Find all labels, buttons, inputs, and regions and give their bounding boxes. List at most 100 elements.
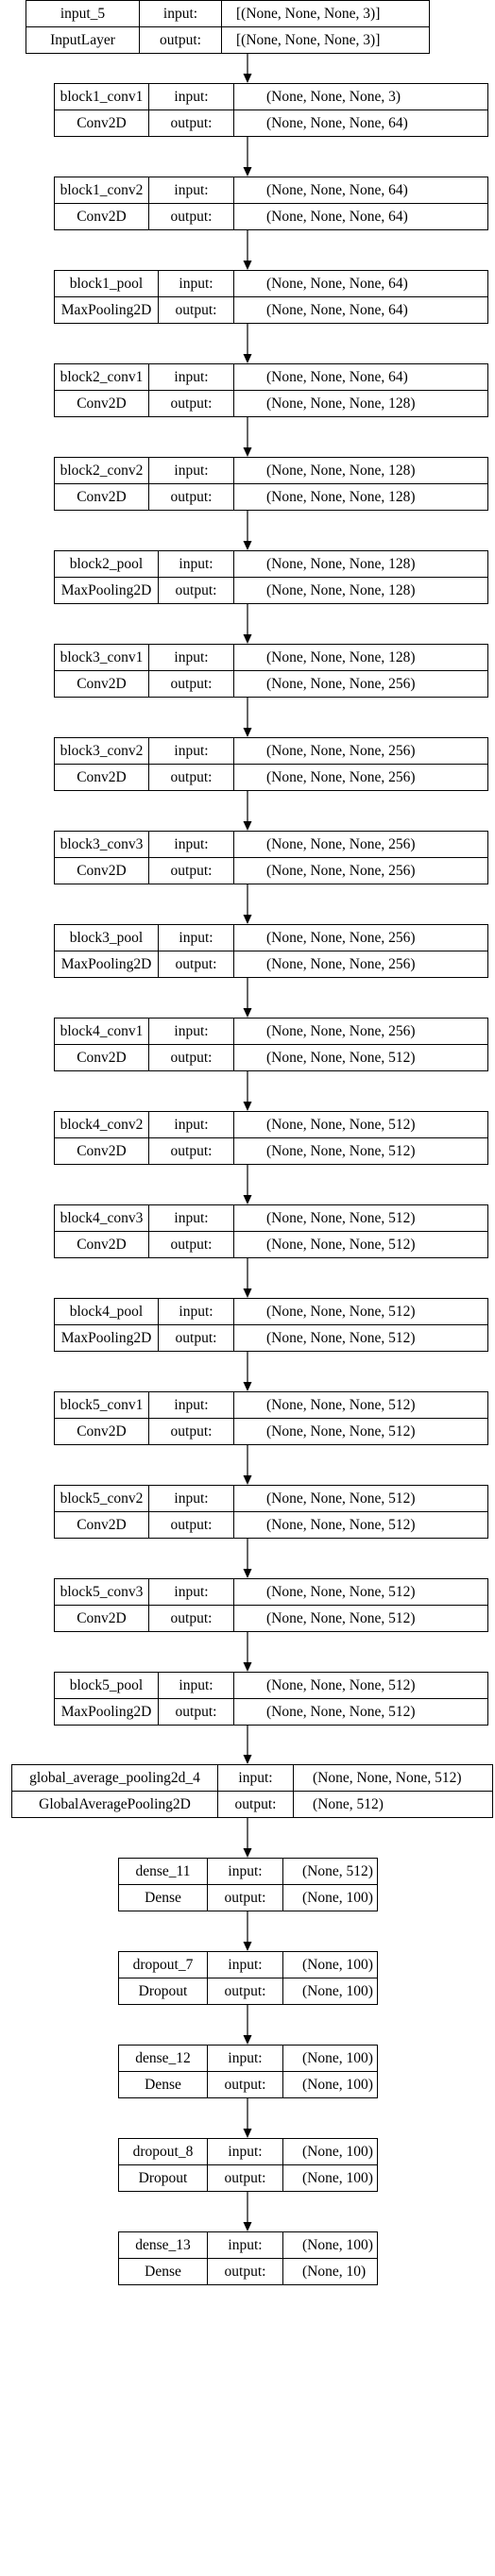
layer-name: dense_12 xyxy=(119,2046,208,2072)
output-shape: (None, None, None, 128) xyxy=(266,395,416,412)
edge-arrowhead xyxy=(243,1195,252,1204)
input-shape: (None, None, None, 128) xyxy=(234,551,487,578)
input-label: input: xyxy=(159,925,234,951)
input-shape: (None, None, None, 512) xyxy=(294,1765,492,1792)
input-label: input: xyxy=(149,1205,234,1232)
input-label: input: xyxy=(149,1019,234,1045)
layer-type: Conv2D xyxy=(55,1138,149,1164)
layer-name: block2_pool xyxy=(55,551,159,578)
layer-name: block5_conv1 xyxy=(55,1392,149,1419)
output-shape: (None, None, None, 128) xyxy=(266,488,416,505)
input-label: input: xyxy=(140,1,222,27)
layer-name: block2_conv1 xyxy=(55,364,149,391)
edge-arrowhead xyxy=(243,1755,252,1764)
input-label: input: xyxy=(149,1392,234,1419)
layer-name: global_average_pooling2d_4 xyxy=(12,1765,218,1792)
layer-name: block4_pool xyxy=(55,1299,159,1325)
output-shape: (None, 100) xyxy=(302,1889,373,1906)
layer-name: dropout_8 xyxy=(119,2139,208,2165)
output-label: output: xyxy=(149,1512,234,1538)
output-shape: (None, None, None, 512) xyxy=(266,1329,416,1346)
input-label: input: xyxy=(149,458,234,484)
input-shape: (None, None, None, 64) xyxy=(234,364,487,391)
input-shape: [(None, None, None, 3)] xyxy=(222,1,429,27)
output-label: output: xyxy=(149,858,234,884)
input-shape: (None, None, None, 512) xyxy=(234,1299,487,1325)
layer-name: input_5 xyxy=(26,1,140,27)
output-shape: (None, None, None, 64) xyxy=(266,301,408,318)
input-label: input: xyxy=(149,645,234,671)
output-shape: (None, 100) xyxy=(302,1982,373,1999)
input-shape: (None, None, None, 512) xyxy=(234,1112,487,1138)
output-label: output: xyxy=(149,1419,234,1444)
output-label: output: xyxy=(149,1045,234,1070)
input-shape: (None, None, None, 512) xyxy=(234,1205,487,1232)
layer-type: MaxPooling2D xyxy=(55,1325,159,1351)
input-shape: (None, 100) xyxy=(283,1952,377,1978)
layer-type: Conv2D xyxy=(55,765,149,790)
layer-name: block4_conv1 xyxy=(55,1019,149,1045)
output-shape: (None, None, None, 256) xyxy=(266,955,416,972)
input-shape: (None, None, None, 512) xyxy=(234,1486,487,1512)
layer-name: block3_conv2 xyxy=(55,738,149,765)
edge-arrowhead xyxy=(243,1662,252,1672)
layer-name: block5_conv3 xyxy=(55,1579,149,1606)
output-shape: (None, 10) xyxy=(302,2263,367,2280)
layer-type: GlobalAveragePooling2D xyxy=(12,1792,218,1817)
output-shape: (None, 512) xyxy=(313,1795,384,1812)
output-shape: (None, None, None, 512) xyxy=(266,1236,416,1253)
output-shape: (None, None, None, 64) xyxy=(266,208,408,225)
input-label: input: xyxy=(208,2046,283,2072)
output-shape: (None, None, None, 64) xyxy=(266,114,408,131)
input-shape: (None, 100) xyxy=(283,2139,377,2165)
layer-type: Conv2D xyxy=(55,1232,149,1257)
input-shape: (None, None, None, 256) xyxy=(234,738,487,765)
edge-arrowhead xyxy=(243,167,252,177)
output-label: output: xyxy=(149,204,234,229)
input-shape: (None, None, None, 256) xyxy=(234,1019,487,1045)
output-label: output: xyxy=(159,1699,234,1725)
layer-name: block2_conv2 xyxy=(55,458,149,484)
output-label: output: xyxy=(149,765,234,790)
edge-arrowhead xyxy=(243,2035,252,2045)
edge-arrowhead xyxy=(243,1288,252,1298)
layer-name: block1_pool xyxy=(55,271,159,297)
output-label: output: xyxy=(149,1138,234,1164)
output-label: output: xyxy=(149,484,234,510)
edge-arrowhead xyxy=(243,261,252,270)
input-label: input: xyxy=(159,271,234,297)
layer-name: block3_conv3 xyxy=(55,832,149,858)
input-label: input: xyxy=(149,364,234,391)
output-shape: (None, None, None, 256) xyxy=(266,768,416,785)
edge-arrowhead xyxy=(243,541,252,550)
output-shape: [(None, None, None, 3)] xyxy=(236,31,381,48)
input-label: input: xyxy=(208,1952,283,1978)
layer-type: Dense xyxy=(119,1885,208,1911)
output-shape: (None, None, None, 512) xyxy=(266,1423,416,1440)
input-shape: (None, 100) xyxy=(283,2046,377,2072)
input-shape: (None, None, None, 256) xyxy=(234,832,487,858)
layer-type: Conv2D xyxy=(55,1419,149,1444)
input-label: input: xyxy=(149,84,234,110)
layer-type: Conv2D xyxy=(55,484,149,510)
layer-name: dense_11 xyxy=(119,1859,208,1885)
output-label: output: xyxy=(140,27,222,53)
edge-arrowhead xyxy=(243,2129,252,2138)
input-shape: (None, None, None, 64) xyxy=(234,177,487,204)
output-shape: (None, None, None, 512) xyxy=(266,1142,416,1159)
layer-type: Conv2D xyxy=(55,1512,149,1538)
layer-type: Conv2D xyxy=(55,1045,149,1070)
